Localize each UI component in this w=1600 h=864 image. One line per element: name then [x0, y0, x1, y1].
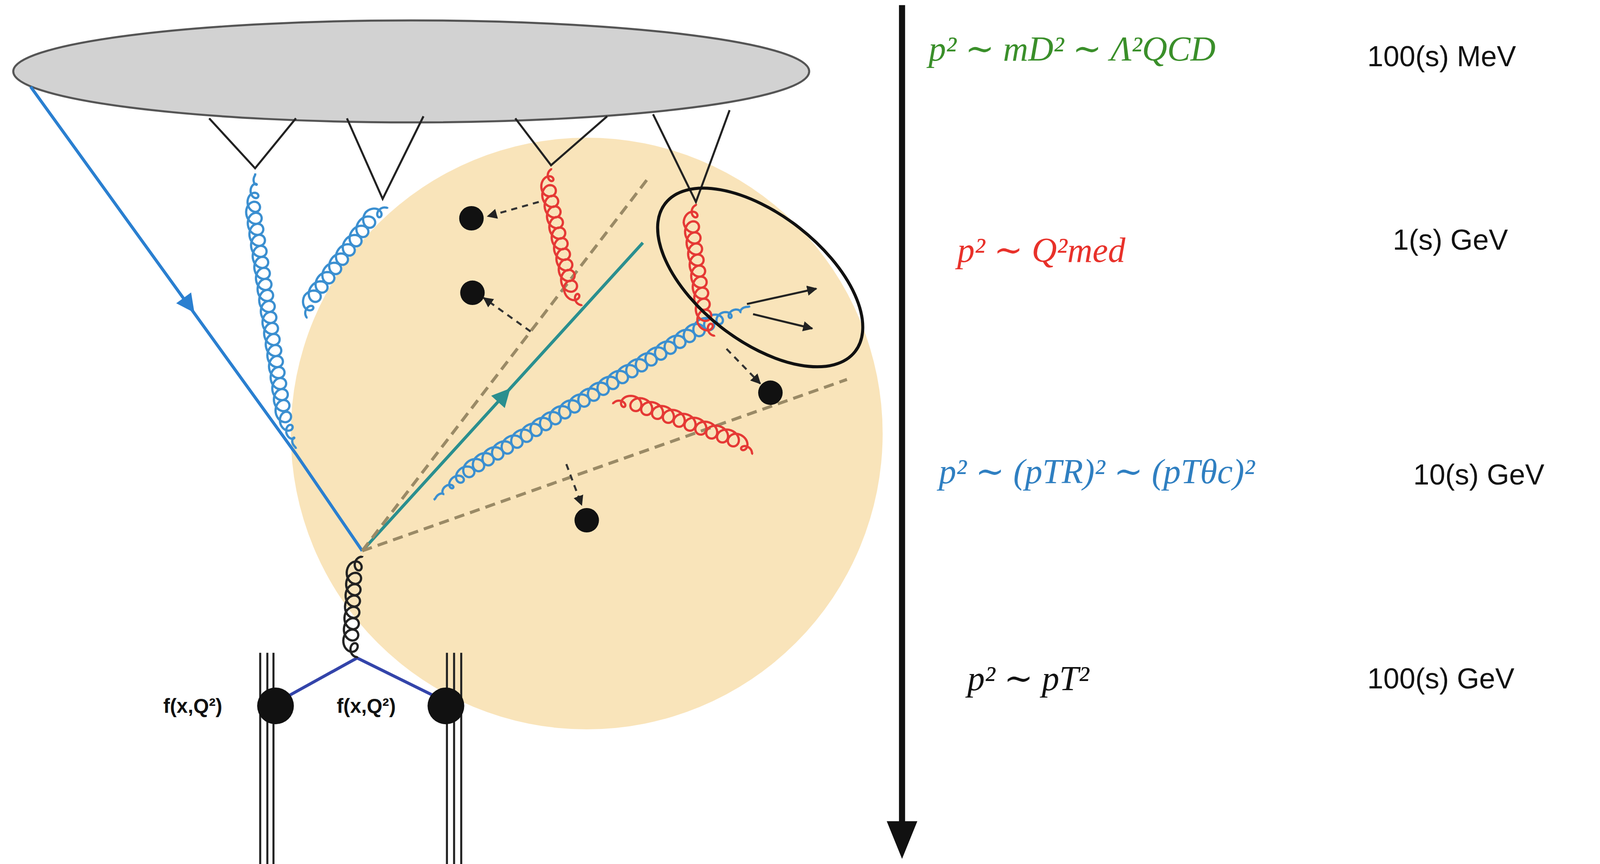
hadron-blob — [13, 20, 810, 123]
scale-formula: p² ∼ Q²med — [957, 230, 1126, 270]
scale-formula: p² ∼ (pTR)² ∼ (pTθc)² — [938, 452, 1255, 491]
scale-arrowhead — [886, 821, 918, 860]
parton-lines — [288, 657, 434, 696]
subjet-ellipse — [626, 153, 895, 402]
quark-line — [362, 242, 643, 551]
scale-value: 100(s) GeV — [1367, 662, 1515, 695]
quark-arrow — [491, 382, 518, 409]
gluons — [246, 168, 753, 658]
gluon-coil — [612, 395, 753, 454]
scale-value: 100(s) MeV — [1367, 40, 1516, 73]
scale-formula: p² ∼ mD² ∼ Λ²QCD — [928, 29, 1216, 68]
pdf-label: f(x,Q²) — [163, 694, 223, 718]
gluon-coil — [343, 555, 363, 658]
beams — [260, 652, 462, 864]
gluon-coil — [541, 168, 582, 306]
proton-dot — [427, 687, 465, 725]
quark-line — [30, 86, 363, 551]
pdf-label: f(x,Q²) — [336, 694, 396, 718]
medium-region — [290, 137, 883, 730]
scale-value: 1(s) GeV — [1393, 223, 1509, 256]
quark-arrow — [176, 292, 202, 319]
gluon-coil — [246, 173, 296, 449]
scale-value: 10(s) GeV — [1413, 458, 1545, 491]
jet-cone — [362, 178, 847, 552]
recoil-arrows — [483, 202, 761, 506]
hadronization-lines — [209, 110, 730, 203]
scale-arrow — [898, 5, 906, 827]
gluon-coil — [433, 305, 750, 500]
gluon-coil — [302, 206, 388, 319]
split-arrows — [746, 288, 817, 329]
scale-formula: p² ∼ pT² — [967, 659, 1090, 698]
proton-dot — [257, 687, 294, 725]
medium-particles — [459, 206, 783, 533]
